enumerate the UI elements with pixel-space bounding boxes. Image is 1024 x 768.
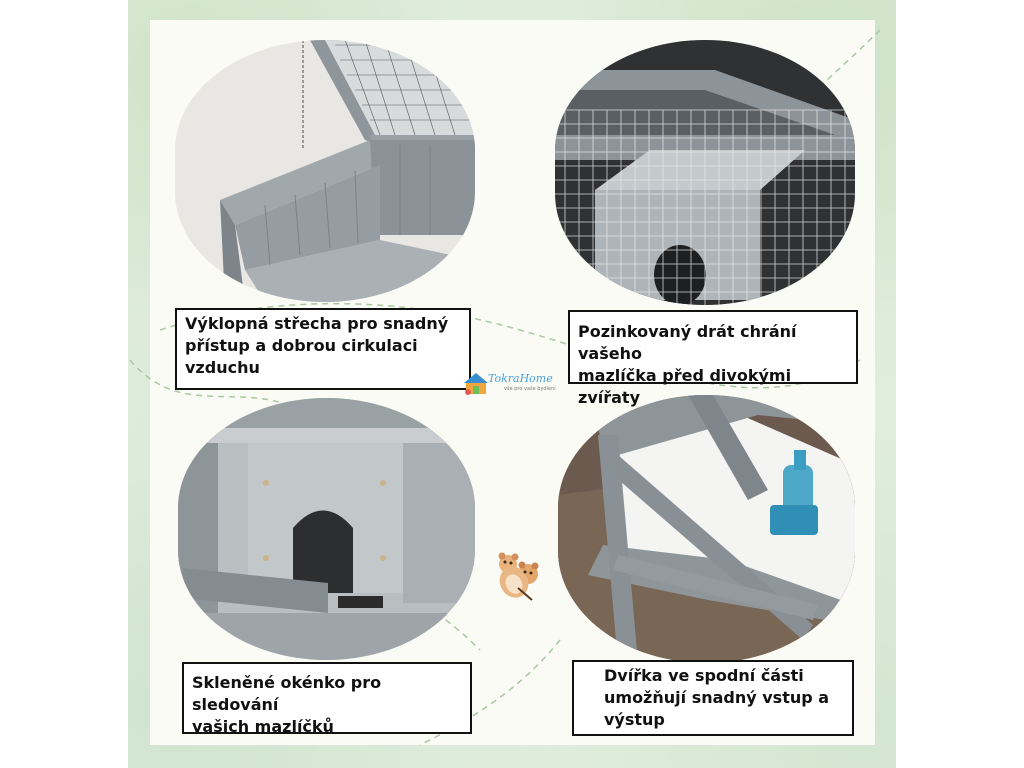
caption-line: Dvířka ve spodní části bbox=[604, 666, 804, 685]
logo-name: TokraHome bbox=[488, 372, 553, 385]
caption-line: vašich mazlíčků bbox=[192, 717, 334, 736]
caption-line: mazlíčka před divokými zvířaty bbox=[578, 366, 792, 407]
caption-line: Pozinkovaný drát chrání vašeho bbox=[578, 322, 797, 363]
caption-line: umožňují snadný vstup a bbox=[604, 688, 830, 707]
brand-logo: TokraHome vše pro vaše bydlení bbox=[464, 370, 564, 400]
caption-glass-window: Skleněné okénko pro sledování vašich maz… bbox=[182, 662, 472, 736]
caption-line: vzduchu bbox=[185, 358, 260, 377]
caption-line: Skleněné okénko pro sledování bbox=[192, 673, 382, 714]
hamster-icon bbox=[498, 552, 539, 601]
caption-bottom-door: Dvířka ve spodní části umožňují snadný v… bbox=[572, 660, 854, 736]
caption-galvanized-wire: Pozinkovaný drát chrání vašeho mazlíčka … bbox=[568, 310, 858, 407]
photo-galvanized-wire bbox=[555, 40, 855, 305]
photo-bottom-door bbox=[558, 395, 855, 663]
caption-hinged-roof: Výklopná střecha pro snadný přístup a do… bbox=[175, 308, 471, 390]
caption-line: Výklopná střecha pro snadný bbox=[185, 314, 449, 333]
photo-glass-window bbox=[178, 398, 475, 660]
logo-tagline: vše pro vaše bydlení bbox=[504, 386, 556, 392]
photo-hinged-roof bbox=[175, 40, 475, 302]
caption-line: přístup a dobrou cirkulaci bbox=[185, 336, 418, 355]
caption-line: výstup bbox=[604, 710, 665, 729]
house-logo-icon bbox=[464, 373, 488, 395]
